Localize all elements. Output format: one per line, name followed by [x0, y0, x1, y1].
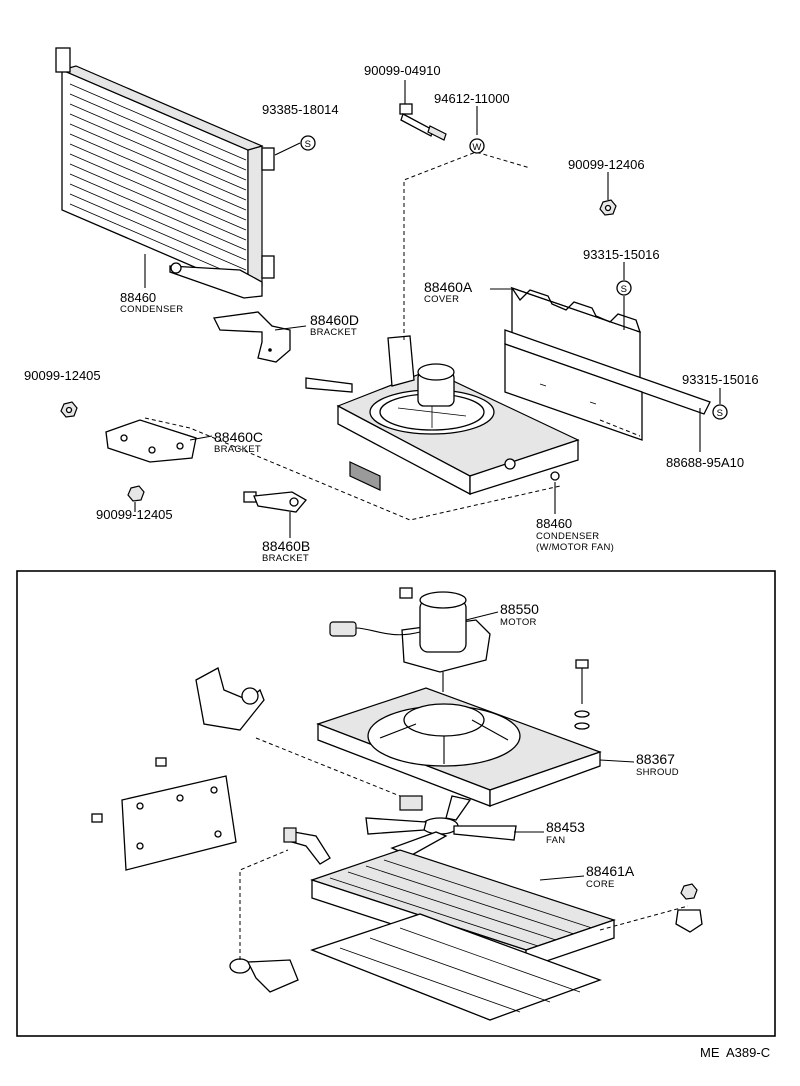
top-labels: S W S S 88460 CONDENSER 90099-04910 9338… — [24, 63, 759, 564]
condenser-fan-assembly-drawing — [305, 335, 580, 496]
cover-name: COVER — [424, 294, 459, 305]
core-drawing — [283, 827, 616, 1021]
detail-guide-lines — [239, 737, 689, 960]
nut-12405-b-number: 90099-12405 — [96, 507, 173, 522]
condenser-number: 88460 — [120, 290, 156, 305]
washer-11000-symbol: W — [472, 142, 481, 153]
clip-18014-number: 93385-18014 — [262, 102, 339, 117]
shroud-name: SHROUD — [636, 767, 679, 778]
clip-15016-a-number: 93315-15016 — [583, 247, 660, 262]
detail-labels: 88550 MOTOR 88367 SHROUD 88453 FAN 88461… — [500, 601, 679, 890]
bracket-b-name: BRACKET — [262, 553, 309, 564]
condenser-drawing — [55, 47, 275, 299]
plate-left-drawing — [91, 757, 237, 871]
bolt-right-drawing — [574, 659, 590, 730]
cover-number: 88460A — [424, 279, 473, 295]
clip-bottom-left-drawing — [229, 958, 299, 993]
nut-12406-number: 90099-12406 — [568, 157, 645, 172]
strip-95a10-drawing — [504, 329, 711, 441]
condenser-name: CONDENSER — [120, 304, 183, 315]
nut-12405-left-drawing — [60, 401, 78, 418]
clip-15016-b-number: 93315-15016 — [682, 372, 759, 387]
motor-drawing — [329, 587, 491, 692]
condenser-fan-name2: (W/MOTOR FAN) — [536, 542, 614, 553]
condenser-fan-name: CONDENSER — [536, 531, 599, 542]
bracket-d-name: BRACKET — [310, 327, 357, 338]
clip-15016-b-symbol: S — [717, 408, 724, 419]
motor-name: MOTOR — [500, 617, 537, 628]
drawing-code: ME A389-C — [700, 1045, 770, 1060]
fitting-right-drawing — [675, 883, 703, 933]
condenser-fan-number: 88460 — [536, 516, 572, 531]
symbol-circles — [300, 135, 728, 420]
nut-12406-drawing — [599, 199, 617, 216]
washer-11000-number: 94612-11000 — [434, 91, 510, 106]
bracket-b-drawing — [243, 491, 307, 513]
bracket-d-drawing — [213, 311, 291, 363]
top-guide-lines — [144, 151, 641, 521]
fan-name: FAN — [546, 835, 565, 846]
bracket-c-number: 88460C — [214, 429, 263, 445]
fan-drawing — [365, 795, 517, 857]
mount-bracket-left-drawing — [195, 667, 265, 731]
bolt-04910-number: 90099-04910 — [364, 63, 441, 78]
bracket-d-number: 88460D — [310, 312, 359, 328]
bracket-c-drawing — [105, 419, 197, 463]
motor-number: 88550 — [500, 601, 539, 617]
detail-frame — [16, 570, 776, 1037]
core-number: 88461A — [586, 863, 635, 879]
clip-18014-symbol: S — [305, 139, 312, 150]
shroud-number: 88367 — [636, 751, 675, 767]
strip-95a10-number: 88688-95A10 — [666, 455, 744, 470]
core-name: CORE — [586, 879, 615, 890]
top-leader-lines — [134, 80, 721, 538]
nut-12405-a-number: 90099-12405 — [24, 368, 101, 383]
nut-12405-lower-drawing — [127, 485, 145, 502]
detail-leader-lines — [465, 611, 635, 881]
shroud-drawing — [316, 687, 602, 807]
fan-number: 88453 — [546, 819, 585, 835]
bolt-04910-drawing — [399, 103, 447, 141]
clip-15016-a-symbol: S — [621, 284, 628, 295]
bracket-b-number: 88460B — [262, 538, 310, 554]
bracket-c-name: BRACKET — [214, 444, 261, 455]
